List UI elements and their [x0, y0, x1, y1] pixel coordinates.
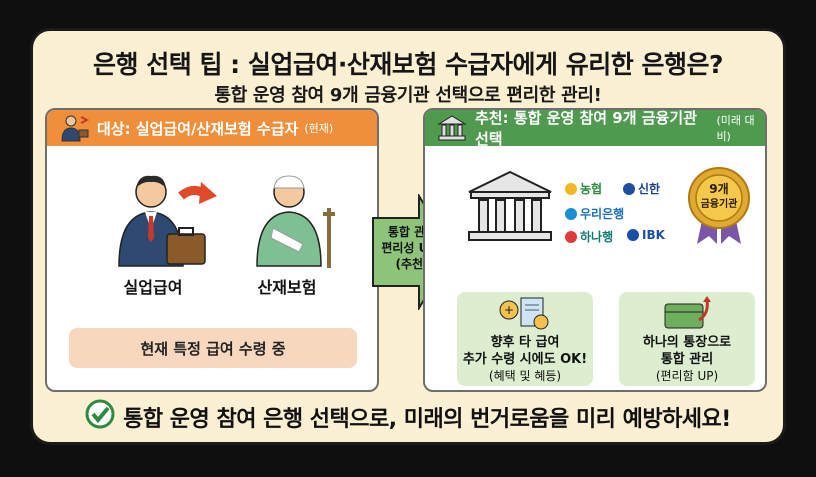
benefit-card-other-benefits: + 향후 타 급여 추가 수령 시에도 OK! (혜택 및 혜등) — [457, 292, 593, 386]
shinhan-logo-icon — [623, 182, 635, 195]
svg-text:+: + — [504, 303, 514, 317]
bankbook-icon — [663, 296, 713, 334]
left-panel-note: (현재) — [304, 122, 334, 135]
recommendation-panel: 추천: 통합 운영 참여 9개 금융기관 선택 (미래 대비) 농협 신한 — [423, 108, 767, 392]
bank-logo-nh: 농협 — [565, 180, 602, 197]
bank-logo-ibk: IBK — [627, 228, 665, 242]
bank-logo-woori: 우리은행 — [565, 205, 624, 222]
page-title: 은행 선택 팁 : 실업급여·산재보험 수급자에게 유리한 은행은? — [93, 50, 723, 79]
bank-logo-shinhan: 신한 — [623, 180, 660, 197]
right-panel-header: 추천: 통합 운영 참여 9개 금융기관 선택 (미래 대비) — [425, 109, 765, 148]
right-panel-title: 추천: 통합 운영 참여 9개 금융기관 선택 — [475, 109, 697, 148]
checkmark-icon — [85, 399, 115, 435]
nh-logo-icon — [565, 182, 577, 195]
right-panel-note: (미래 대비) — [716, 114, 755, 143]
bank-building-icon — [437, 114, 467, 146]
injured-worker-illustration — [243, 168, 343, 272]
page-subtitle: 통합 운영 참여 9개 금융기관 선택으로 편리한 관리! — [214, 85, 602, 106]
current-status-box: 현재 특정 급여 수령 중 — [69, 328, 357, 368]
bank-logo-hana: 하나행 — [565, 228, 613, 245]
benefit-2-text: 하나의 통장으로 통합 관리 (편리함 UP) — [642, 335, 732, 383]
job-seeker-illustration — [109, 168, 219, 272]
documents-icon: + — [499, 296, 551, 334]
footer-message: 통합 운영 참여 은행 선택으로, 미래의 번거로움을 미리 예방하세요! — [33, 399, 783, 435]
businessman-icon — [59, 114, 90, 146]
arrow-line-3: (추천) — [395, 257, 429, 271]
left-panel-title: 대상: 실업급여/산재보험 수급자 — [97, 119, 299, 138]
left-panel-header: 대상: 실업급여/산재보험 수급자 (현재) — [47, 110, 377, 146]
badge-text: 9개 금융기관 — [700, 182, 738, 210]
industrial-accident-label: 산재보험 — [257, 278, 317, 297]
bank-icon — [465, 168, 555, 250]
benefit-1-text: 향후 타 급여 추가 수령 시에도 OK! (혜택 및 혜등) — [462, 335, 588, 383]
infographic-card: 은행 선택 팁 : 실업급여·산재보험 수급자에게 유리한 은행은? 통합 운영… — [30, 28, 786, 445]
woori-logo-icon — [565, 207, 577, 220]
footer-text: 통합 운영 참여 은행 선택으로, 미래의 번거로움을 미리 예방하세요! — [123, 407, 731, 432]
hana-logo-icon — [565, 230, 577, 243]
nine-institutions-badge — [687, 166, 751, 250]
ibk-logo-icon — [627, 229, 639, 241]
unemployment-label: 실업급여 — [123, 278, 183, 297]
current-target-panel: 대상: 실업급여/산재보험 수급자 (현재) 실업급여 — [45, 108, 379, 392]
benefit-card-integrated: 하나의 통장으로 통합 관리 (편리함 UP) — [619, 292, 755, 386]
